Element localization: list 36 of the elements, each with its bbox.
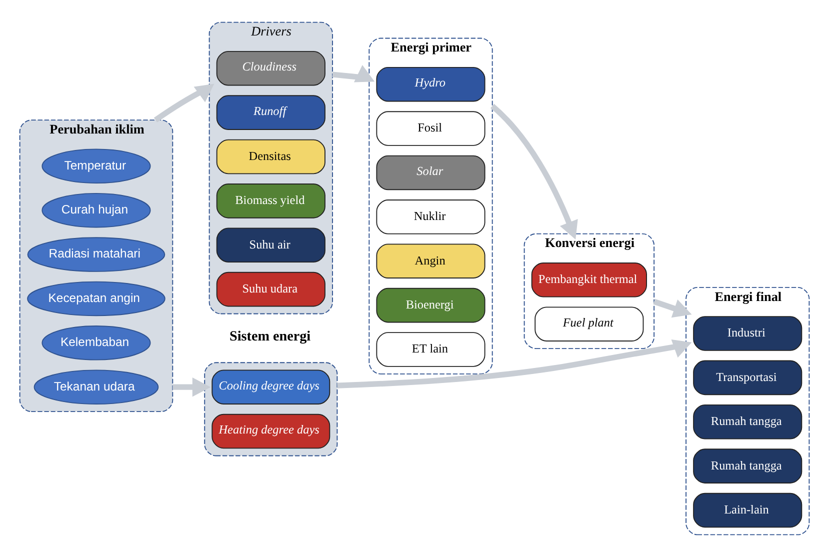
node-box: Runoff — [216, 94, 326, 130]
node-box: Heating degree days — [212, 413, 330, 448]
node-box: Bioenergi — [376, 287, 486, 322]
node-ellipse: Temperatur — [42, 148, 151, 184]
node-box: Rumah tangga — [693, 448, 802, 483]
node-box: Biomass yield — [216, 183, 326, 218]
arrow — [332, 64, 375, 82]
node-ellipse: Kecepatan angin — [27, 280, 166, 316]
cluster — [204, 362, 338, 456]
node-box: Cloudiness — [216, 50, 326, 86]
arrow — [172, 377, 211, 396]
node-box: Densitas — [216, 138, 326, 174]
node-ellipse: Radiasi matahari — [27, 236, 166, 272]
arrow — [154, 83, 214, 122]
arrow — [490, 103, 578, 239]
node-box: Solar — [376, 154, 486, 190]
node-box: Industri — [693, 316, 802, 350]
node-box: Fuel plant — [534, 306, 644, 341]
node-ellipse: Kelembaban — [42, 325, 151, 360]
node-box: ET lain — [376, 332, 486, 366]
node-ellipse: Tekanan udara — [34, 369, 159, 404]
node-box: Nuklir — [376, 199, 486, 234]
node-ellipse: Curah hujan — [42, 192, 151, 228]
node-box: Fosil — [376, 110, 486, 146]
node-box: Lain-lain — [693, 492, 802, 528]
node-box: Suhu air — [216, 227, 326, 262]
arrow — [653, 298, 692, 318]
node-box: Cooling degree days — [212, 369, 330, 404]
node-box: Suhu udara — [216, 271, 326, 306]
arrow — [337, 339, 692, 388]
label: Sistem energi — [230, 328, 311, 344]
node-box: Transportasi — [693, 360, 802, 395]
node-box: Rumah tangga — [693, 404, 802, 439]
node-box: Pembangkit thermal — [531, 262, 647, 297]
node-box: Hydro — [376, 66, 486, 102]
node-box: Angin — [376, 243, 486, 278]
